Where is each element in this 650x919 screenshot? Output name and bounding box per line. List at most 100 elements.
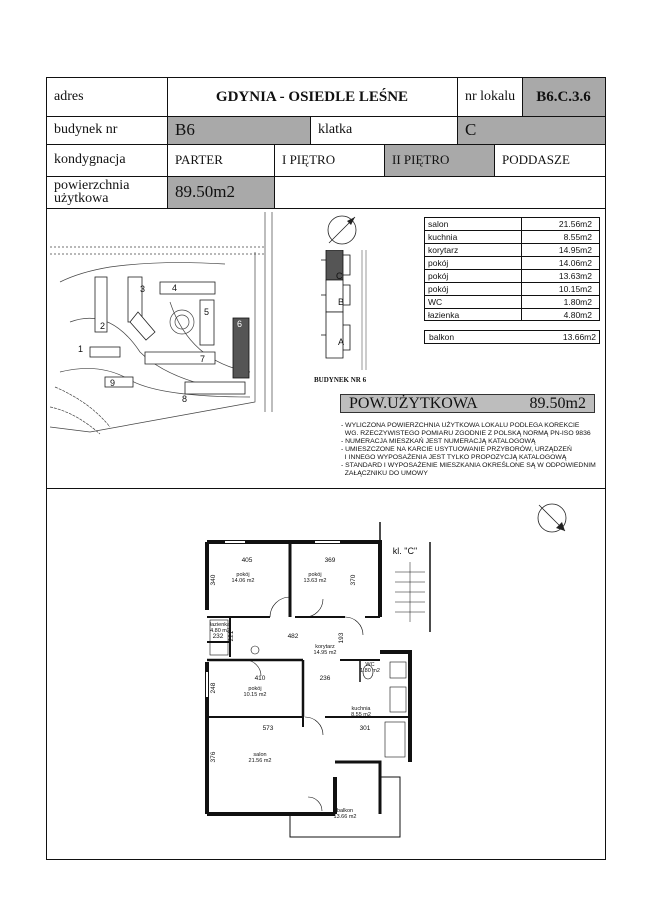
site-plan-label-9: 9 bbox=[110, 378, 115, 388]
room-row: pokój 10.15m2 bbox=[424, 282, 599, 296]
row-line-1 bbox=[46, 116, 606, 117]
floor-option-poddasze: PODDASZE bbox=[502, 152, 570, 167]
pow-uzytkowa-banner: POW.UŻYTKOWA 89.50m2 bbox=[340, 394, 595, 413]
note-line: WG. RZECZYWISTEGO POMIARU ZGODNIE Z POLS… bbox=[341, 430, 591, 437]
room-name: salon bbox=[424, 217, 522, 230]
col-line-floor-1 bbox=[274, 144, 275, 208]
plan-room-balkon-area: 13.66 m2 bbox=[334, 814, 357, 820]
plan-room-korytarz-name: korytarz bbox=[315, 644, 335, 650]
site-plan-label-4: 4 bbox=[172, 283, 177, 293]
site-plan-label-6: 6 bbox=[237, 319, 242, 329]
stairwell-label-c: C bbox=[336, 271, 343, 281]
room-row: salon 21.56m2 bbox=[424, 217, 599, 231]
nr-lokalu-label: nr lokalu bbox=[465, 89, 516, 104]
notes-list: - WYLICZONA POWIERZCHNIA UŻYTKOWA LOKALU… bbox=[341, 422, 603, 478]
site-plan-label-7: 7 bbox=[200, 354, 205, 364]
dim-573: 573 bbox=[263, 725, 274, 732]
budynek-value-bg bbox=[167, 116, 310, 144]
nr-lokalu-cell-bg bbox=[522, 78, 605, 116]
plan-room-pokoj-3-area: 10.15 m2 bbox=[244, 692, 267, 698]
pow-uzytkowa-label: POW.UŻYTKOWA bbox=[349, 394, 478, 412]
dim-221: 221 bbox=[228, 630, 235, 641]
plan-room-lazienka-area: 4.80 m2 bbox=[210, 628, 230, 634]
dim-370: 370 bbox=[350, 574, 357, 585]
room-area: 8.55m2 bbox=[563, 231, 592, 242]
note-line: ZAŁĄCZNIKU DO UMOWY bbox=[341, 470, 428, 477]
compass-north-arrow-plan-icon bbox=[537, 503, 567, 533]
powierzchnia-value: 89.50m2 bbox=[175, 182, 235, 201]
klatka-value: C bbox=[465, 120, 477, 139]
plan-room-pokoj-2-name: pokój bbox=[308, 572, 321, 578]
room-name: łazienka bbox=[424, 308, 522, 321]
balcony-row: balkon 13.66m2 bbox=[424, 330, 600, 344]
room-area: 10.15m2 bbox=[558, 283, 592, 294]
budynek-label: budynek nr bbox=[54, 122, 118, 137]
dim-405: 405 bbox=[242, 557, 253, 564]
dim-301: 301 bbox=[360, 725, 371, 732]
room-area: 14.06m2 bbox=[558, 257, 592, 268]
plan-room-kuchnia-area: 8.55 m2 bbox=[351, 712, 371, 718]
dim-236: 236 bbox=[320, 675, 331, 682]
room-name: WC bbox=[424, 295, 522, 308]
site-plan-building-6-highlight bbox=[232, 317, 250, 379]
site-plan-label-2: 2 bbox=[100, 321, 105, 331]
klatka-label: klatka bbox=[318, 122, 353, 137]
plan-room-lazienka-name: łazienka bbox=[210, 622, 231, 628]
nr-lokalu-value: B6.C.3.6 bbox=[536, 88, 591, 105]
row-line-2 bbox=[46, 144, 606, 145]
stairwell-label-a: A bbox=[338, 337, 344, 347]
room-row: kuchnia 8.55m2 bbox=[424, 230, 599, 244]
floor-option-1: I PIĘTRO bbox=[282, 152, 336, 167]
room-area: 21.56m2 bbox=[558, 218, 592, 229]
room-name: korytarz bbox=[424, 243, 522, 256]
compass-north-arrow-icon bbox=[327, 215, 357, 245]
room-name: pokój bbox=[424, 256, 522, 269]
pow-uzytkowa-value: 89.50m2 bbox=[529, 394, 586, 412]
dim-482: 482 bbox=[288, 633, 299, 640]
room-area: 1.80m2 bbox=[563, 296, 592, 307]
plan-room-salon-area: 21.56 m2 bbox=[249, 758, 272, 764]
plan-room-pokoj-1-area: 14.06 m2 bbox=[232, 578, 255, 584]
document-frame bbox=[46, 77, 606, 860]
dim-248: 248 bbox=[210, 682, 217, 693]
row-line-3 bbox=[46, 176, 606, 177]
col-line-floor-2 bbox=[384, 144, 385, 176]
col-line-budynek bbox=[310, 116, 311, 144]
col-line-floor-3 bbox=[494, 144, 495, 176]
budynek-value: B6 bbox=[175, 120, 195, 139]
powierzchnia-value-bg bbox=[167, 176, 274, 208]
powierzchnia-label-line2: użytkowa bbox=[54, 191, 109, 206]
col-line-nrlokalu-left bbox=[457, 77, 458, 144]
site-plan-label-8: 8 bbox=[182, 394, 187, 404]
room-name: pokój bbox=[424, 282, 522, 295]
site-plan-label-5: 5 bbox=[204, 307, 209, 317]
room-row: pokój 14.06m2 bbox=[424, 256, 599, 270]
col-line-nrlokalu-right bbox=[522, 77, 523, 116]
stair-label: kl. "C" bbox=[393, 546, 417, 556]
note-line: - UMIESZCZONE NA KARCIE USYTUOWANIE PRZY… bbox=[341, 446, 572, 453]
balcony-name: balkon bbox=[429, 332, 455, 342]
balcony-area: 13.66m2 bbox=[562, 332, 596, 342]
col-line-label bbox=[167, 77, 168, 208]
note-line: - NUMERACJA MIESZKAŃ JEST NUMERACJĄ KATA… bbox=[341, 438, 536, 445]
dim-376: 376 bbox=[210, 751, 217, 762]
plan-room-korytarz-area: 14.95 m2 bbox=[314, 650, 337, 656]
selected-floor-bg bbox=[384, 144, 494, 176]
adres-label: adres bbox=[54, 89, 84, 104]
room-name: kuchnia bbox=[424, 230, 522, 243]
room-name: pokój bbox=[424, 269, 522, 282]
plan-room-pokoj-3-name: pokój bbox=[248, 686, 261, 692]
row-line-4 bbox=[46, 208, 606, 209]
dim-340: 340 bbox=[210, 574, 217, 585]
floor-option-parter: PARTER bbox=[175, 152, 223, 167]
room-area: 4.80m2 bbox=[563, 309, 592, 320]
dim-369: 369 bbox=[325, 557, 336, 564]
dim-410: 410 bbox=[255, 675, 266, 682]
stairwell-label-b: B bbox=[338, 297, 344, 307]
plan-room-pokoj-1-name: pokój bbox=[236, 572, 249, 578]
klatka-value-bg bbox=[457, 116, 605, 144]
building-diagram-caption: BUDYNEK NR 6 bbox=[314, 376, 367, 384]
plan-room-wc-name: WC bbox=[365, 662, 374, 668]
powierzchnia-label-line1: powierzchnia bbox=[54, 178, 130, 193]
